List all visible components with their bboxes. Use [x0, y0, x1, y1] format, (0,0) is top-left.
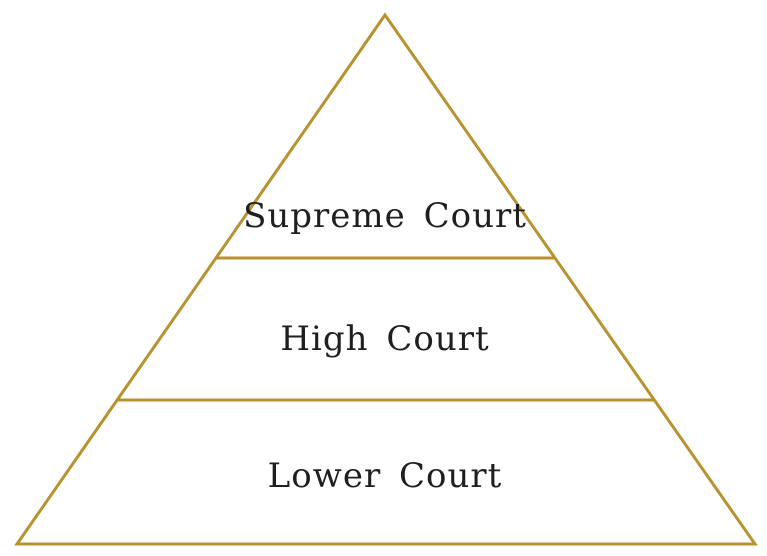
- tier-label-lower-court: Lower Court: [268, 456, 503, 496]
- pyramid-outline: [14, 12, 758, 546]
- tier-label-high-court: High Court: [280, 319, 489, 359]
- tier-label-supreme-court: Supreme Court: [243, 196, 527, 236]
